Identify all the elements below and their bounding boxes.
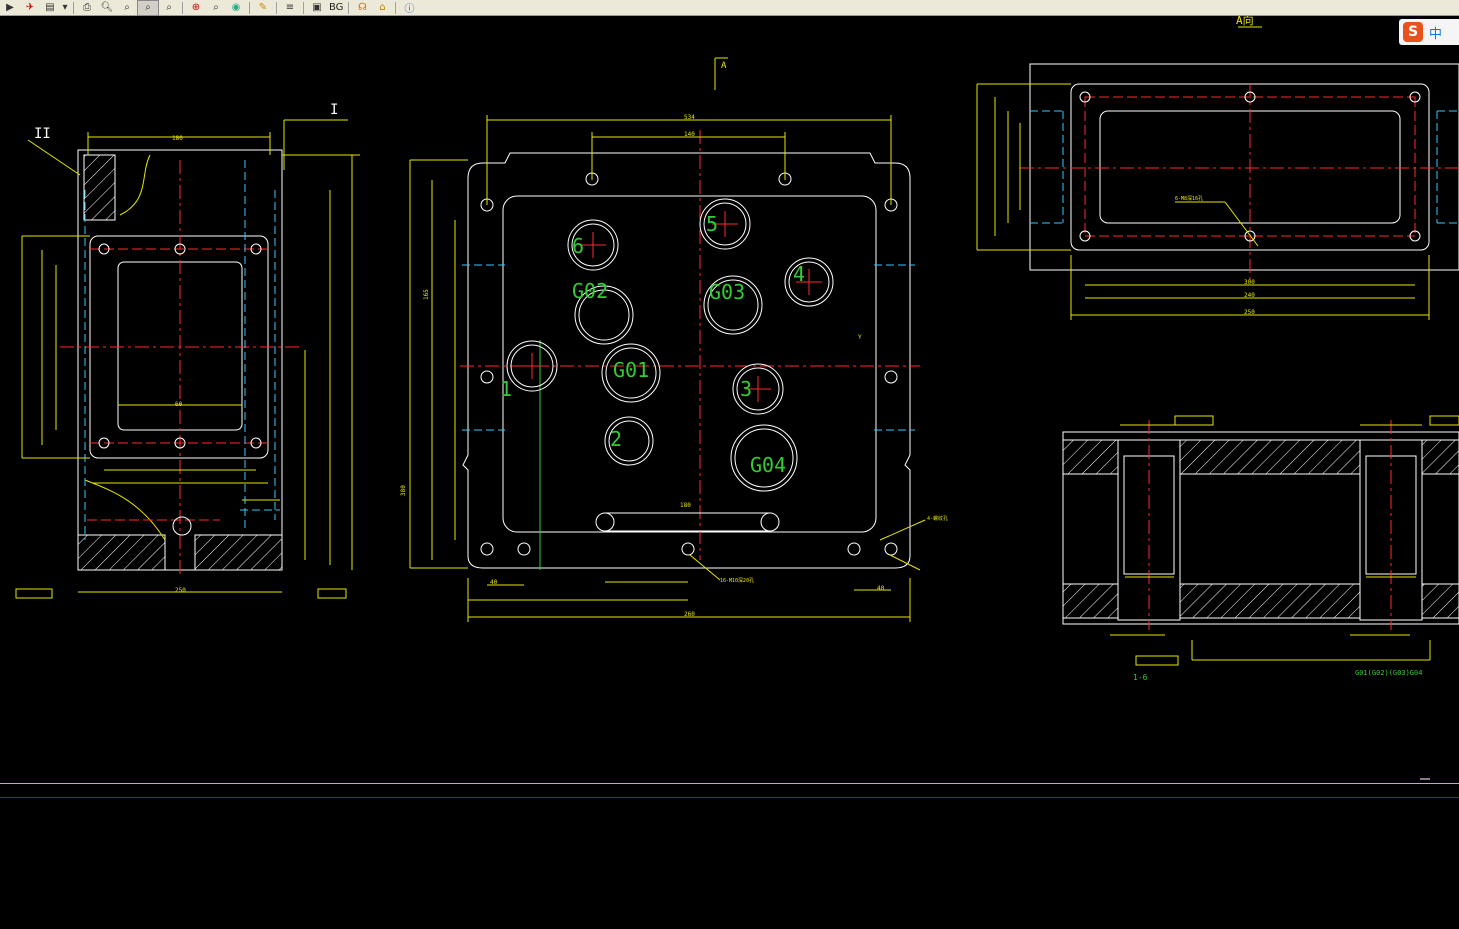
toolbar-separator bbox=[276, 1, 277, 14]
pan-icon[interactable]: ⊕ bbox=[191, 2, 201, 13]
section-label-1-6: 1-6 bbox=[1133, 673, 1148, 682]
note-holes-c: 6-M8深16孔 bbox=[1175, 195, 1203, 202]
dim-300: 300 bbox=[1244, 279, 1255, 286]
cad-toolbar: ▶ ✈ ▤ ▾ ⎙ 🔍︎ ⌕ ⌕ ⌕ ⊕ ⌕ ◉ ✎ ≡ ▣ BG ☊ ⌂ ⓘ bbox=[0, 0, 1459, 16]
hole-label-6: 6 bbox=[572, 234, 584, 258]
hole-label-5: 5 bbox=[706, 212, 718, 236]
toolbar-separator bbox=[395, 1, 397, 14]
hole-label-g01: G01 bbox=[613, 358, 649, 382]
left-section-view: I II 180 60 250 bbox=[15, 102, 360, 599]
zoom-previous-icon[interactable]: ⌕ bbox=[213, 2, 219, 13]
info-icon[interactable]: ⓘ bbox=[404, 4, 415, 15]
section-mark-a: A bbox=[721, 61, 727, 71]
render-icon[interactable]: ✎ bbox=[258, 2, 268, 13]
dim-250-right: 250 bbox=[1244, 309, 1255, 316]
home-icon[interactable]: ⌂ bbox=[379, 2, 386, 13]
zoom-extents-icon[interactable]: ⌕ bbox=[166, 2, 172, 13]
dropdown-icon[interactable]: ▾ bbox=[62, 2, 68, 13]
toolbar-separator bbox=[73, 1, 74, 14]
dim-165: 165 bbox=[423, 289, 430, 300]
pdf-icon[interactable]: ✈ bbox=[25, 2, 35, 13]
dim-260: 260 bbox=[684, 611, 695, 618]
drawing-canvas[interactable]: I II 180 60 250 bbox=[0, 16, 1459, 783]
hole-label-2: 2 bbox=[610, 427, 622, 451]
print-icon[interactable]: ⎙ bbox=[83, 2, 91, 13]
dim-40-left: 40 bbox=[490, 579, 498, 586]
toolbar-separator bbox=[182, 1, 183, 14]
roman-label-2: II bbox=[34, 126, 51, 142]
toolbar-separator bbox=[348, 1, 350, 14]
roman-label-1: I bbox=[330, 102, 338, 118]
main-plan-view: A 534 140 40 40 260 380 165 180 4-螺纹孔 16… bbox=[400, 57, 948, 622]
toolbar-separator bbox=[249, 1, 250, 14]
zoom-realtime-icon[interactable]: ◉ bbox=[231, 2, 241, 13]
layout-border-line bbox=[0, 783, 1459, 784]
ime-language: 中 bbox=[1429, 26, 1443, 42]
hole-label-4: 4 bbox=[793, 262, 805, 286]
zoom-window-icon[interactable]: ⌕ bbox=[137, 0, 159, 16]
command-area-divider bbox=[0, 797, 1459, 798]
open-icon[interactable]: ▶ bbox=[6, 2, 14, 13]
bg-button[interactable]: BG bbox=[329, 2, 344, 13]
hole-label-g03: G03 bbox=[709, 280, 745, 304]
ime-indicator[interactable]: S 中 bbox=[1399, 19, 1459, 45]
help-icon[interactable]: ☊ bbox=[357, 2, 367, 13]
dim-250: 250 bbox=[175, 587, 186, 594]
dim-40-right: 40 bbox=[877, 585, 885, 592]
dim-180: 180 bbox=[172, 135, 183, 142]
dim-240: 240 bbox=[1244, 292, 1255, 299]
hole-label-g02: G02 bbox=[572, 279, 608, 303]
mark-y: Y bbox=[858, 334, 862, 341]
dim-60: 60 bbox=[175, 401, 183, 408]
note-holes-b: 16-M10深20孔 bbox=[720, 577, 754, 584]
measure-icon[interactable]: ≡ bbox=[285, 2, 295, 13]
view-a-label: A向 bbox=[1236, 16, 1254, 27]
zoom-in-icon[interactable]: 🔍︎ bbox=[100, 2, 114, 13]
toolbar-separator bbox=[303, 1, 304, 14]
section-view-1-6: 1-6 G01(G02)(G03)G04 bbox=[1062, 415, 1459, 682]
note-holes-a: 4-螺纹孔 bbox=[927, 515, 948, 522]
dim-380: 380 bbox=[400, 485, 407, 496]
hole-label-3: 3 bbox=[740, 377, 752, 401]
dim-180-mid: 180 bbox=[680, 502, 691, 509]
hole-label-g04: G04 bbox=[750, 453, 786, 477]
hole-label-1: 1 bbox=[500, 377, 512, 401]
holes-group-label: G01(G02)(G03)G04 bbox=[1355, 669, 1422, 677]
dim-534: 534 bbox=[684, 114, 695, 121]
dim-140: 140 bbox=[684, 131, 695, 138]
list-icon[interactable]: ▣ bbox=[312, 2, 322, 13]
zoom-out-icon[interactable]: ⌕ bbox=[124, 2, 130, 13]
view-a-direction: A向 300 240 250 bbox=[976, 16, 1459, 320]
sogou-logo-icon: S bbox=[1403, 22, 1423, 42]
layers-icon[interactable]: ▤ bbox=[45, 2, 55, 13]
